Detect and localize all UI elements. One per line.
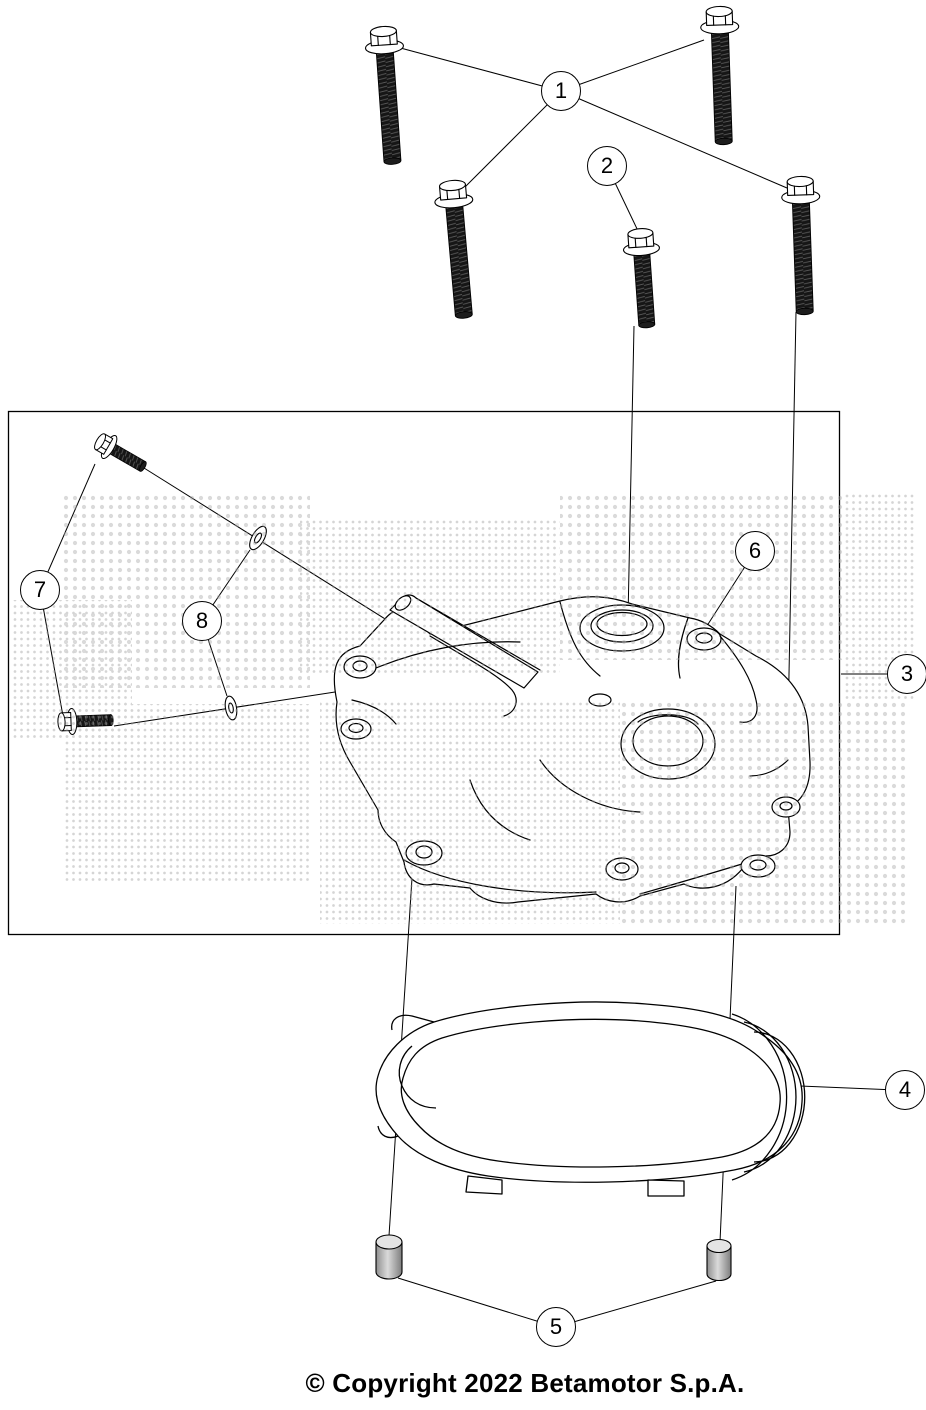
flange-bolt-long-2 xyxy=(699,5,744,146)
callout-6-label: 6 xyxy=(748,538,762,563)
callout-2-label: 2 xyxy=(600,153,614,178)
callout-3-label: 3 xyxy=(900,661,914,686)
flange-bolt-long-3 xyxy=(432,178,484,321)
callout-6: 6 xyxy=(735,531,775,571)
copyright-text: © Copyright 2022 Betamotor S.p.A. xyxy=(305,1368,745,1398)
watermark-halftone xyxy=(12,492,915,924)
callout-2: 2 xyxy=(587,146,627,186)
callout-7: 7 xyxy=(20,570,60,610)
screw-small-upper xyxy=(89,428,152,480)
dowel-pin-right xyxy=(706,1238,732,1282)
callout-4-label: 4 xyxy=(898,1077,912,1102)
callout-8-label: 8 xyxy=(195,608,209,633)
dowel-pin-left xyxy=(375,1234,403,1280)
callout-4: 4 xyxy=(885,1070,925,1110)
callout-1-label: 1 xyxy=(554,78,568,103)
flange-bolt-long-4 xyxy=(780,175,825,316)
parts-box-frame xyxy=(7,410,841,936)
callout-3: 3 xyxy=(887,654,926,694)
flange-bolt-short xyxy=(621,226,666,330)
callout-5: 5 xyxy=(536,1307,576,1347)
callout-5-label: 5 xyxy=(549,1314,563,1339)
cover-gasket xyxy=(375,1001,806,1197)
callout-1: 1 xyxy=(541,71,581,111)
flange-bolt-long-1 xyxy=(363,24,413,167)
callout-7-label: 7 xyxy=(33,577,47,602)
callout-8: 8 xyxy=(182,601,222,641)
